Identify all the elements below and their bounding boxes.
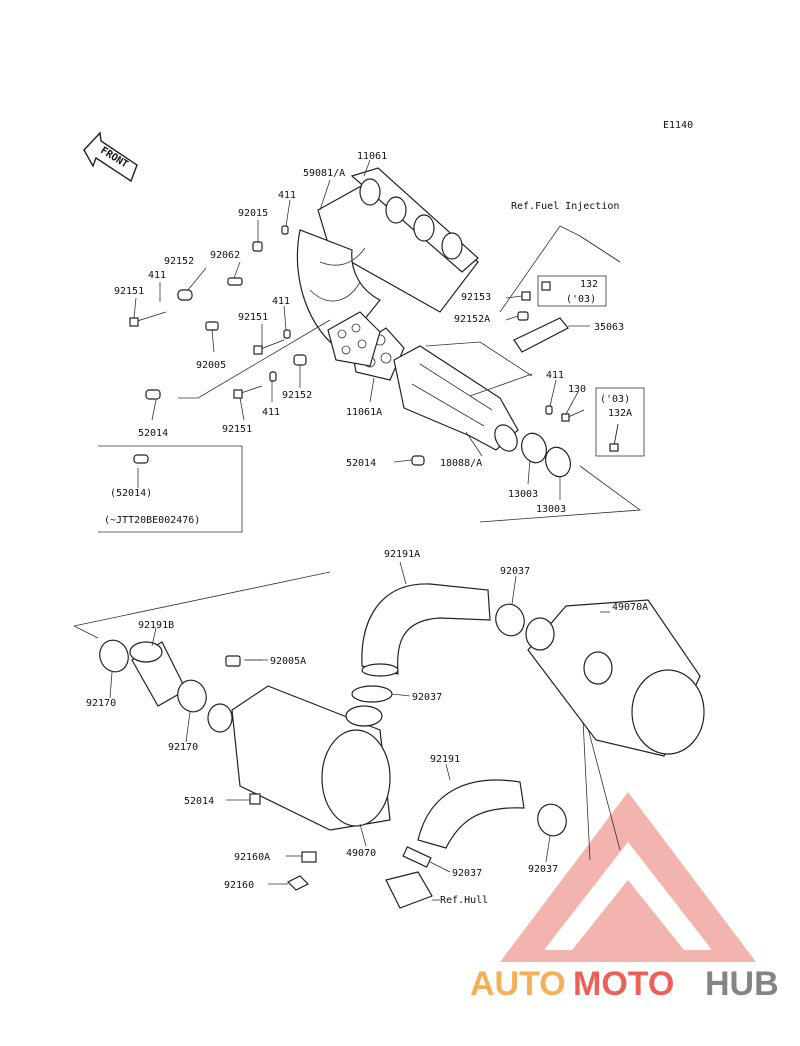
label-92170-b: 92170	[168, 742, 198, 753]
label-03-b: ('03)	[600, 394, 630, 405]
label-92191A: 92191A	[384, 549, 420, 560]
label-49070: 49070	[346, 848, 376, 859]
watermark-auto: AUTO	[470, 965, 566, 1003]
pad-92160	[286, 875, 310, 891]
ref-hull: Ref.Hull	[440, 895, 488, 906]
pipe-92191	[417, 779, 525, 849]
label-92151-c: 92151	[222, 424, 252, 435]
diagram-code: E1140	[663, 120, 693, 131]
label-92062: 92062	[210, 250, 240, 261]
label-13003-b: 13003	[536, 504, 566, 515]
exhaust-manifold	[296, 167, 479, 351]
upper-small-parts	[129, 225, 621, 466]
label-92152A: 92152A	[454, 314, 490, 325]
exhaust-pipe-18088	[393, 345, 519, 452]
clamp-92037-a	[495, 603, 525, 637]
label-92005: 92005	[196, 360, 226, 371]
label-49070A: 49070A	[612, 602, 648, 613]
label-03-a: ('03)	[566, 294, 596, 305]
o-ring-13003-b	[545, 446, 571, 478]
label-92037-c: 92037	[452, 868, 482, 879]
upper-leader-lines	[133, 159, 645, 523]
upper-part-labels: 11061 59081/A 411 92015 92062 92152 411 …	[104, 151, 632, 526]
lower-leader-lines-2	[109, 561, 610, 885]
lower-part-labels: 92191A 92037 49070A 92191B 92005A 92170 …	[86, 549, 648, 906]
label-92152-a: 92152	[164, 256, 194, 267]
label-132: 132	[580, 279, 598, 290]
o-ring-13003-a	[521, 432, 547, 464]
serial-note-box	[98, 445, 243, 533]
label-411-a: 411	[278, 190, 296, 201]
label-11061A: 11061A	[346, 407, 382, 418]
label-411-e: 411	[546, 370, 564, 381]
pad-92160A	[301, 851, 317, 863]
label-11061: 11061	[357, 151, 387, 162]
watermark-logo	[500, 792, 756, 962]
label-92015: 92015	[238, 208, 268, 219]
label-92160: 92160	[224, 880, 254, 891]
ref-fuel-injection: Ref.Fuel Injection	[511, 201, 619, 212]
label-132A: 132A	[608, 408, 632, 419]
label-92153: 92153	[461, 292, 491, 303]
watermark-hub: HUB	[705, 965, 779, 1003]
ref-hull-hatch	[385, 871, 440, 909]
watermark-wordmark: AUTO MOTO HUB	[470, 965, 779, 1003]
muffler-49070A	[525, 599, 705, 757]
watermark-moto: MOTO	[573, 965, 674, 1003]
note-serial: (~JTT20BE002476)	[104, 515, 200, 526]
clamp-92037-b	[351, 685, 393, 703]
muffler-49070	[207, 685, 391, 831]
label-411-d: 411	[262, 407, 280, 418]
label-35063: 35063	[594, 322, 624, 333]
label-92037-d: 92037	[528, 864, 558, 875]
label-92151-a: 92151	[114, 286, 144, 297]
clamp-92037-c	[537, 803, 567, 837]
label-92160A: 92160A	[234, 852, 270, 863]
label-13003-a: 13003	[508, 489, 538, 500]
label-92191: 92191	[430, 754, 460, 765]
label-92005A: 92005A	[270, 656, 306, 667]
front-arrow-icon: FRONT	[83, 131, 138, 183]
label-92037-b: 92037	[412, 692, 442, 703]
label-92170-a: 92170	[86, 698, 116, 709]
label-18088: 18088/A	[440, 458, 482, 469]
fitting-92005A	[225, 655, 241, 667]
label-52014-c: 52014	[184, 796, 214, 807]
note-part: (52014)	[110, 488, 152, 499]
label-92191B: 92191B	[138, 620, 174, 631]
label-52014-a: 52014	[138, 428, 168, 439]
label-411-c: 411	[272, 296, 290, 307]
clamp-92170-a	[99, 639, 129, 673]
sensor-52014	[249, 793, 261, 805]
pipe-92191A	[361, 583, 491, 675]
clamp-92037-d	[402, 846, 432, 868]
manifold-flange	[327, 311, 381, 367]
label-92037-a: 92037	[500, 566, 530, 577]
label-130: 130	[568, 384, 586, 395]
clamp-92170-b	[177, 679, 207, 713]
label-411-b: 411	[148, 270, 166, 281]
label-52014-b: 52014	[346, 458, 376, 469]
label-92151-b: 92151	[238, 312, 268, 323]
label-92152-b: 92152	[282, 390, 312, 401]
label-59081: 59081/A	[303, 168, 345, 179]
